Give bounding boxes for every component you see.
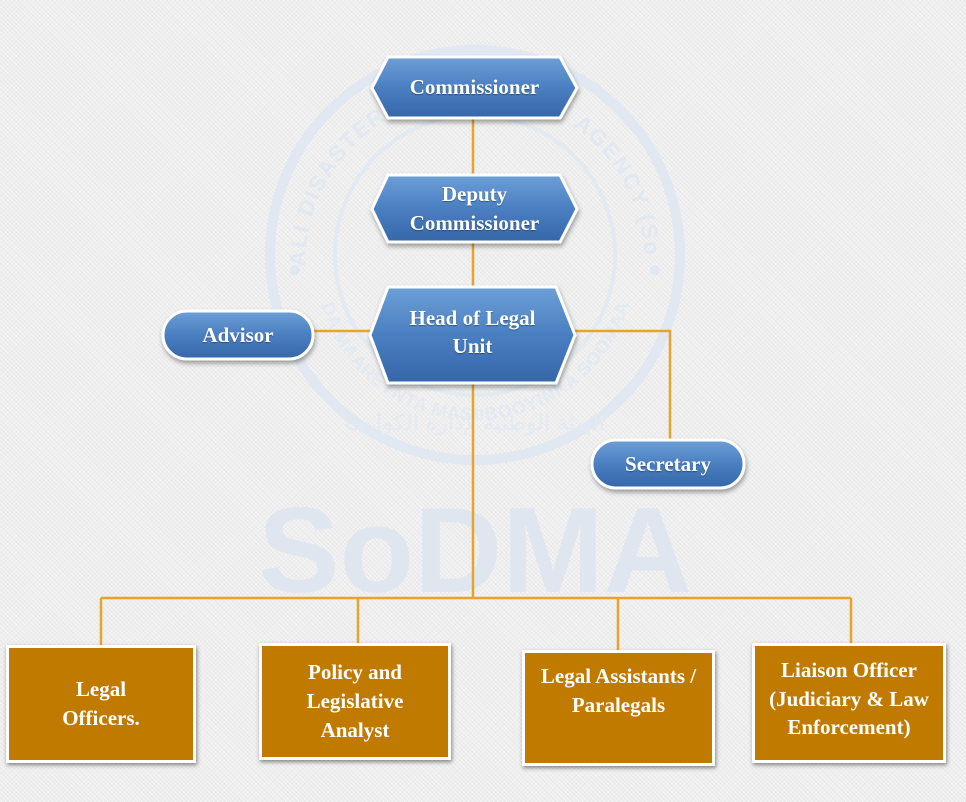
commissioner-label: Commissioner <box>409 75 540 100</box>
commissioner-node-shape <box>370 55 579 120</box>
liaison-officer-label: Liaison Officer (Judiciary & Law Enforce… <box>769 657 929 740</box>
legal-assistants-label: Legal Assistants / Paralegals <box>540 664 697 717</box>
connector-head-secretary <box>570 329 672 442</box>
deputy-commissioner-node-shape <box>370 173 579 244</box>
legal-officers-box: Legal Officers. <box>6 645 196 763</box>
deputy-commissioner-label: Deputy Commissioner <box>409 182 540 235</box>
legal-officers-label: Legal Officers. <box>62 677 140 730</box>
watermark-ring-text-ar: الهيئة الوطنية لإدارة الكوارث <box>345 411 605 436</box>
advisor-node-shape <box>161 309 315 361</box>
liaison-officer-box: Liaison Officer (Judiciary & Law Enforce… <box>752 643 946 763</box>
head-legal-unit-node-shape <box>368 285 577 385</box>
head-legal-unit-label: Head of Legal Unit <box>409 305 536 358</box>
watermark-dot-left <box>290 265 300 275</box>
watermark-outer-ring <box>265 45 685 465</box>
secretary-label: Secretary <box>625 451 711 476</box>
watermark-brand-text: SoDMA <box>258 482 692 618</box>
policy-analyst-box: Policy and Legislative Analyst <box>259 643 451 760</box>
secretary-node-shape <box>590 438 746 490</box>
advisor-label: Advisor <box>202 322 274 347</box>
watermark-dot-right <box>650 265 660 275</box>
policy-analyst-label: Policy and Legislative Analyst <box>306 660 404 742</box>
legal-assistants-box: Legal Assistants / Paralegals <box>522 650 715 766</box>
